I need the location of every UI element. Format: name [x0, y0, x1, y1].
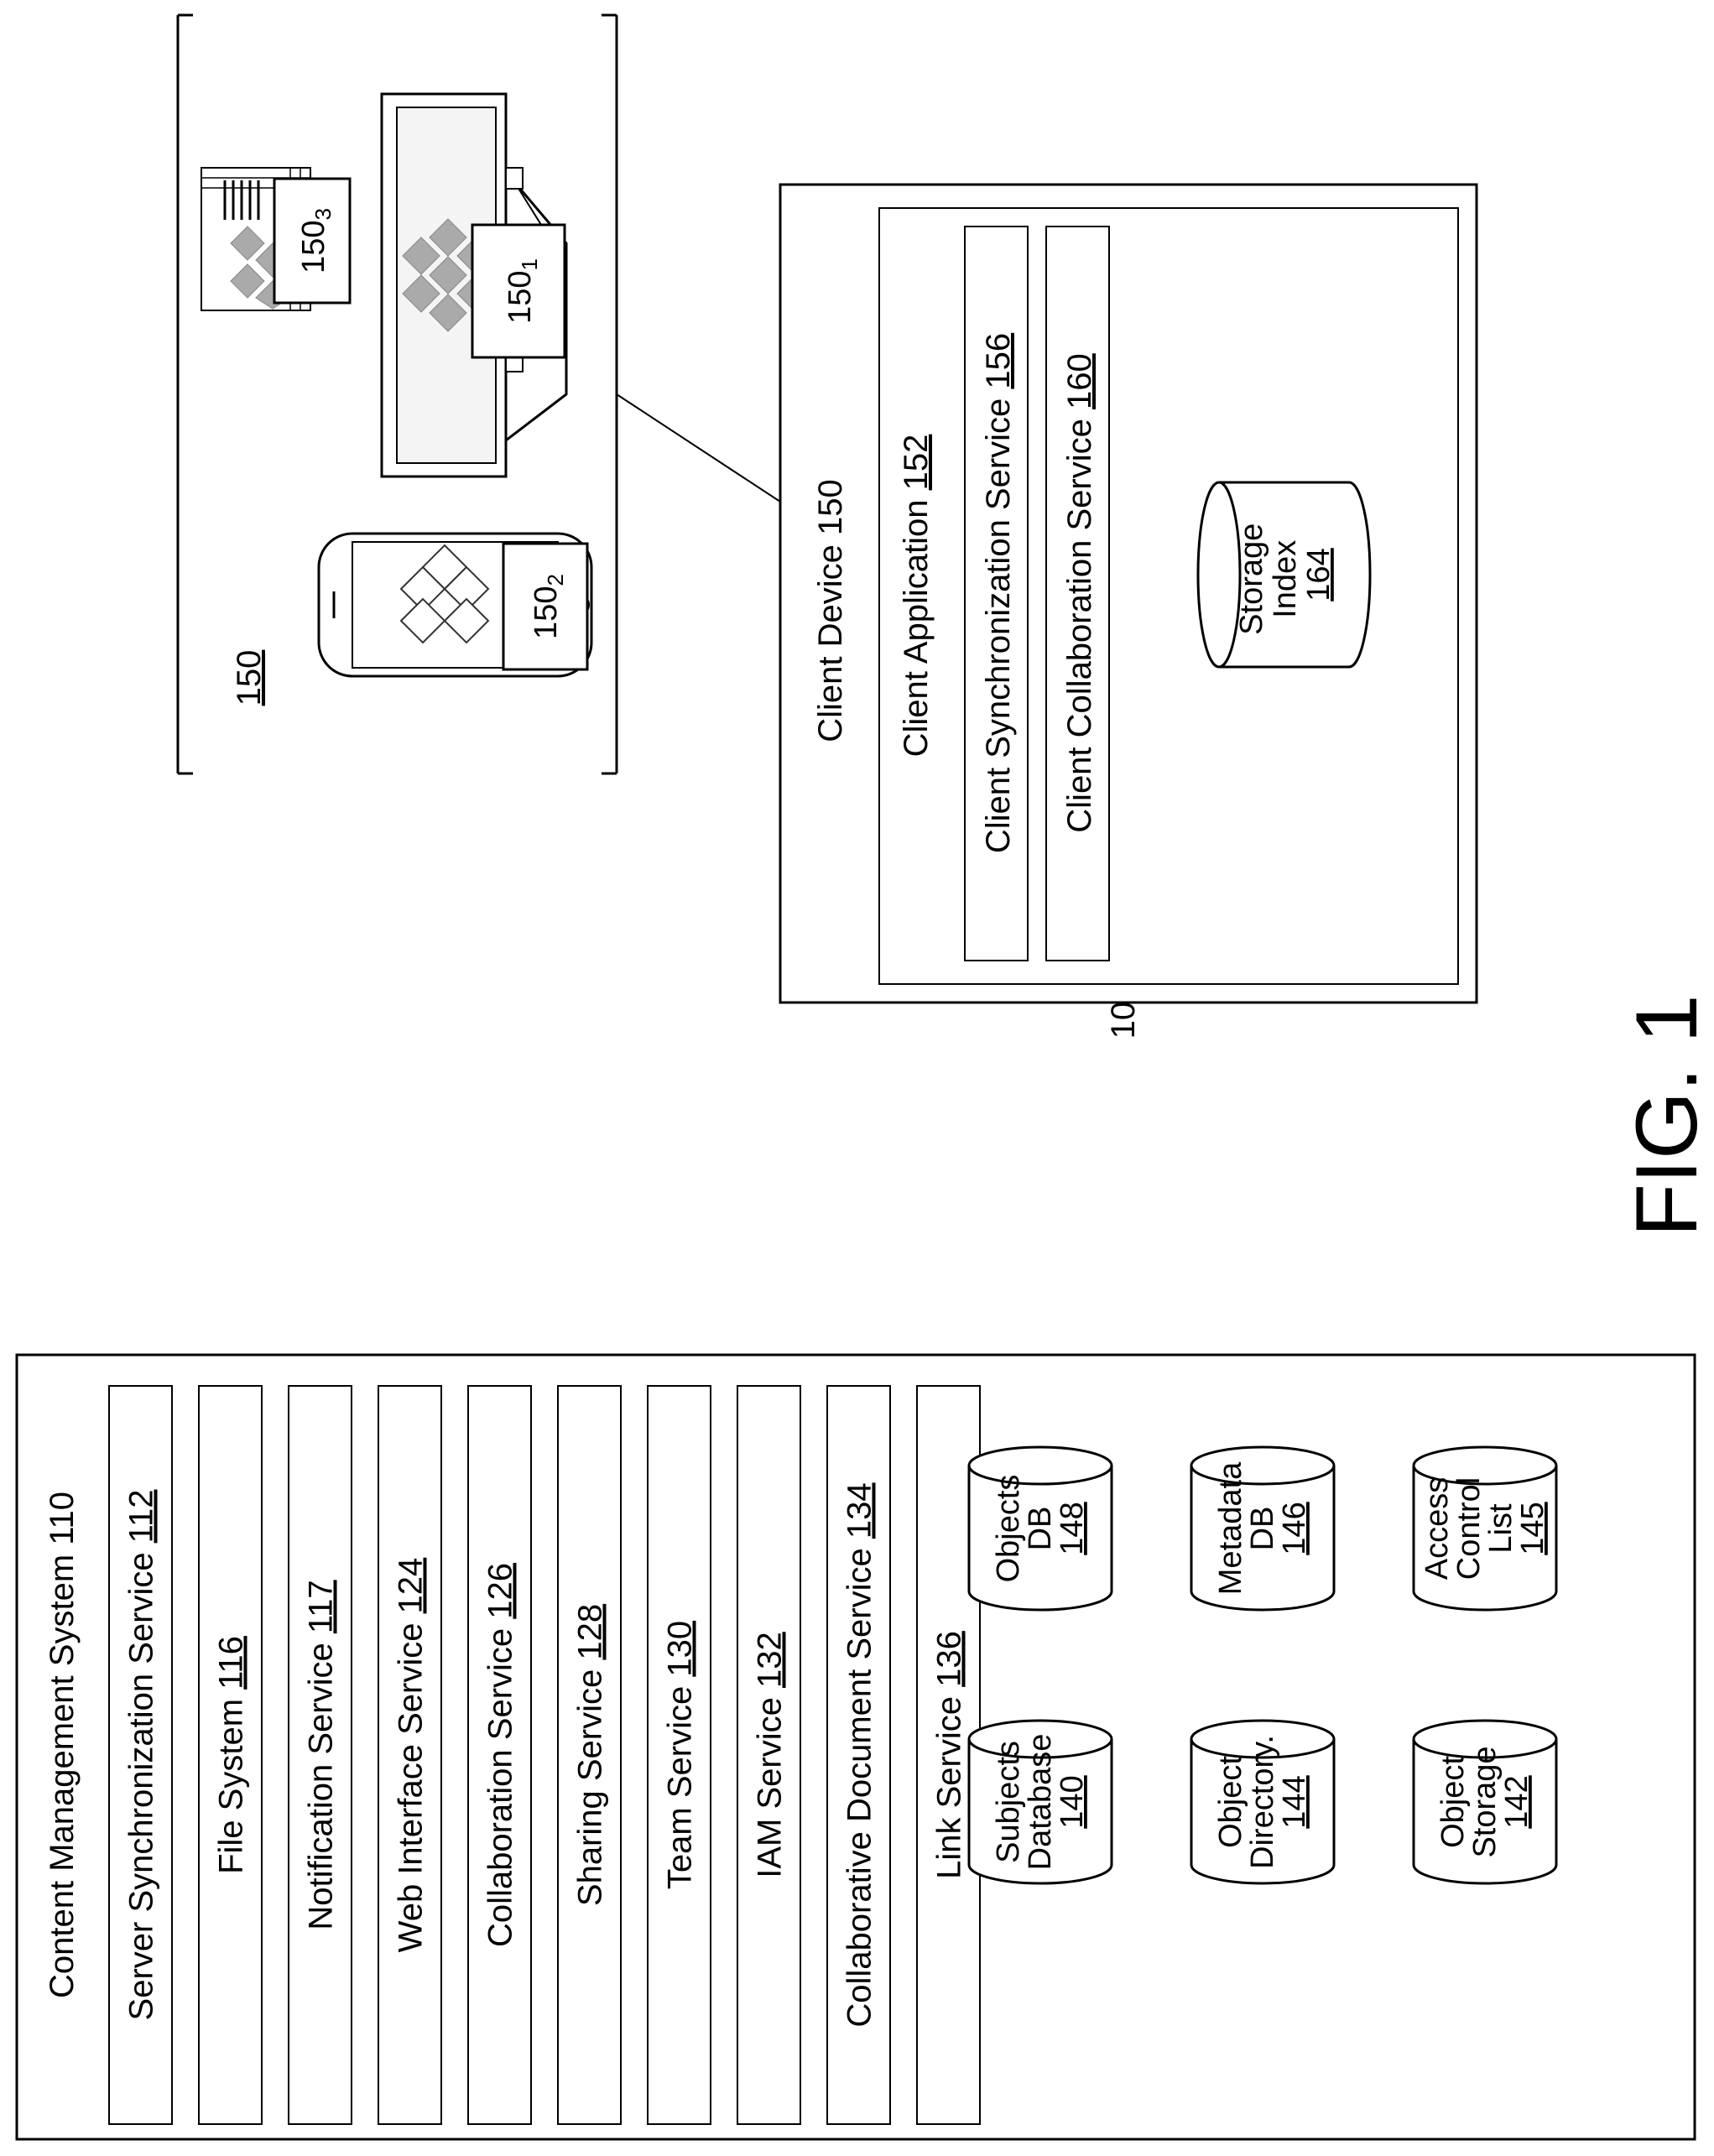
service-label: Link Service 136 — [931, 1631, 968, 1879]
client-devices-group: 150 1502 — [178, 15, 780, 773]
client-sync-service-label: Client Synchronization Service 156 — [980, 333, 1017, 853]
phone-device: 1502 — [319, 534, 591, 676]
service-label: File System 116 — [213, 1636, 250, 1874]
service-label: Team Service 130 — [662, 1621, 699, 1889]
service-label: IAM Service 132 — [752, 1632, 789, 1877]
client-device-title: Client Device 150 — [812, 479, 849, 742]
cms-title: Content Management System 110 — [44, 1492, 81, 1998]
service-label: Sharing Service 128 — [572, 1604, 609, 1906]
service-label: Web Interface Service 124 — [393, 1558, 430, 1953]
service-label: Server Synchronization Service 112 — [123, 1490, 160, 2021]
client-collab-service-label: Client Collaboration Service 160 — [1061, 353, 1098, 832]
connector-line — [617, 394, 780, 502]
cms-box: Content Management System 110 Server Syn… — [17, 1355, 1695, 2139]
service-label: Collaboration Service 126 — [482, 1563, 519, 1947]
figure-label: FIG. 1 — [1618, 995, 1714, 1237]
desktop-device: 1503 — [201, 168, 350, 310]
storage-index-db: Storage Index 164 — [1198, 482, 1370, 667]
client-device-box: Client Device 150 Client Application 152… — [780, 185, 1477, 1002]
client-devices-ref: 150 — [231, 650, 268, 706]
laptop-device: 1501 — [382, 94, 566, 477]
service-label: Notification Service 117 — [303, 1580, 340, 1929]
service-label: Collaborative Document Service 134 — [841, 1482, 878, 2027]
client-application-label: Client Application 152 — [898, 435, 935, 758]
